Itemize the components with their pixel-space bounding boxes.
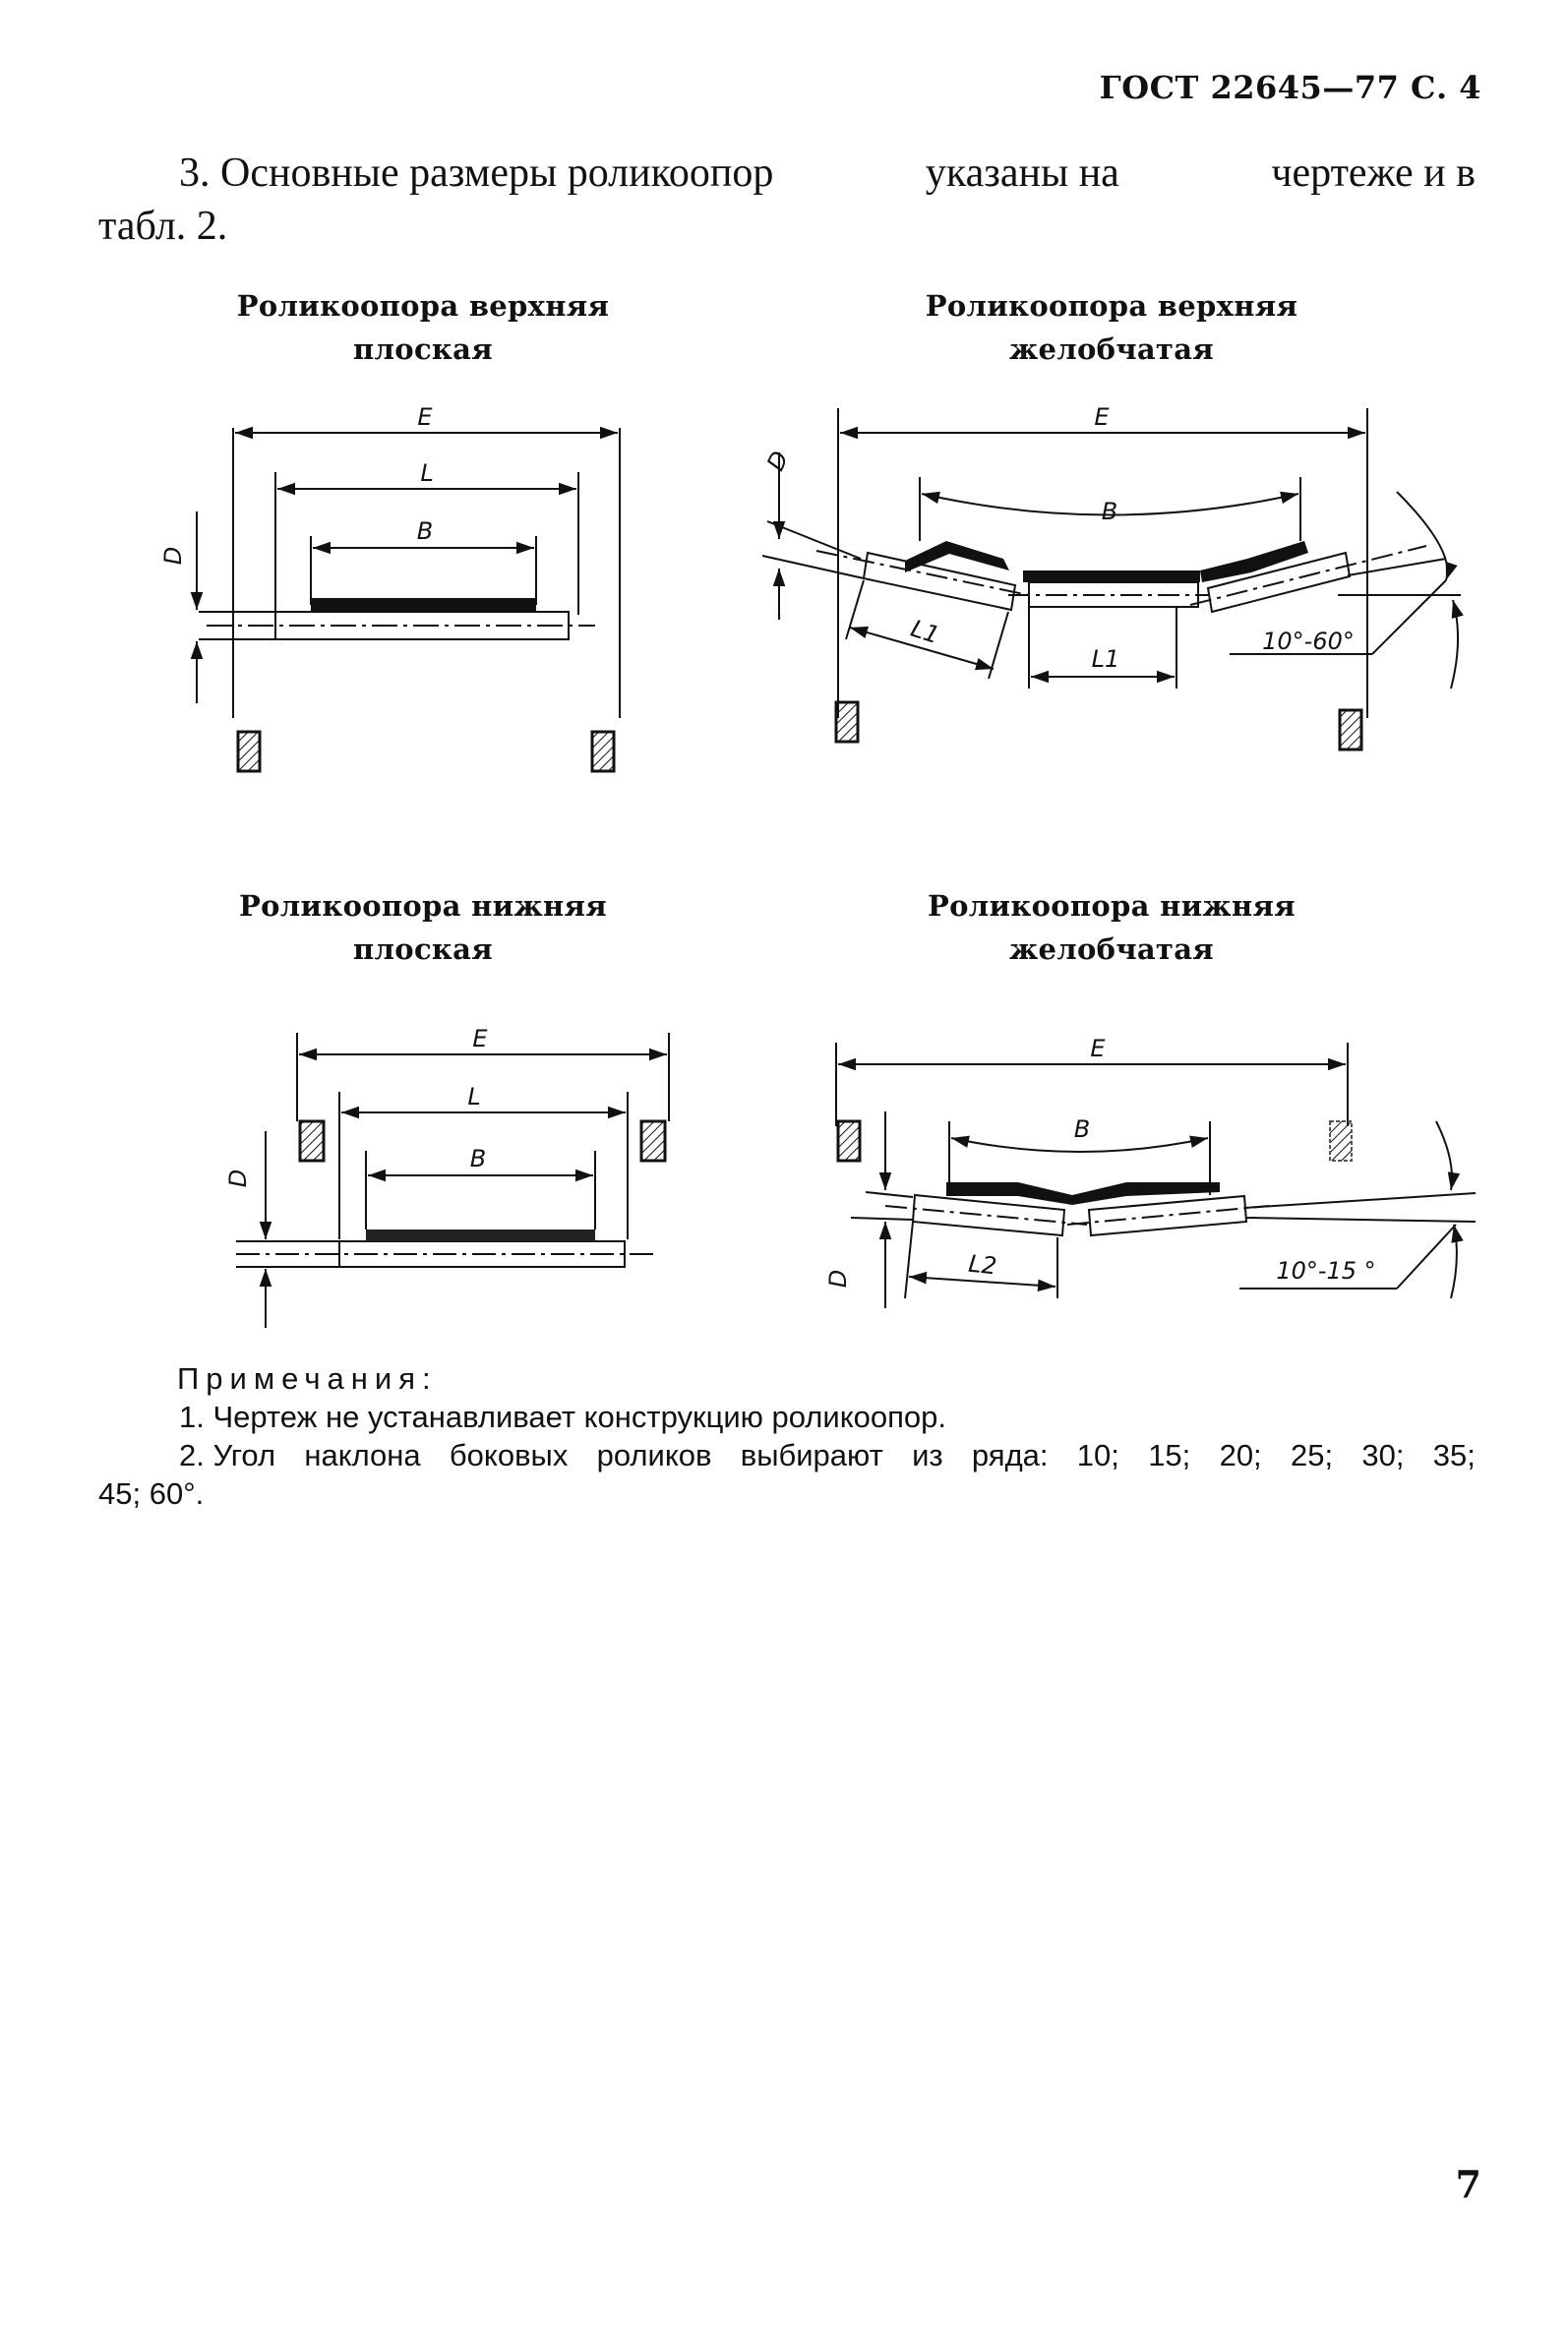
intro-line-1: 3. Основные размеры роликоопор указаны н…: [98, 148, 1476, 201]
diagram-title-lower-troughed: Роликоопора нижняя желобчатая: [890, 885, 1333, 971]
dim-label-e: E: [1094, 403, 1110, 431]
dim-label-l: L: [420, 459, 433, 487]
frame-support: [1329, 1120, 1353, 1162]
belt-mark: [946, 1182, 1220, 1205]
page-header: ГОСТ 22645—77 С. 4: [1099, 69, 1481, 106]
diagram-lower-troughed: E B L2 D 10°-15 °: [824, 1035, 1477, 1308]
note-word: 2. Угол: [179, 1438, 276, 1473]
note-word: из: [912, 1438, 943, 1473]
frame-support: [639, 1119, 667, 1163]
note-item-continuation: 45; 60°.: [98, 1476, 205, 1512]
diagram-upper-troughed: E B L1 L1 D 10°-60°: [761, 403, 1464, 751]
diagram-title-line: желобчатая: [1008, 331, 1215, 366]
belt-mark: [1200, 541, 1308, 582]
belt-mark: [366, 1230, 595, 1241]
dim-label-l1-center: L1: [1092, 645, 1120, 673]
dim-label-l: L: [467, 1083, 480, 1110]
diagram-title-line: желобчатая: [1008, 931, 1215, 966]
frame-support: [590, 730, 616, 773]
intro-word-group: чертеже и в: [1271, 150, 1476, 196]
frame-support: [236, 730, 262, 773]
frame-support: [1338, 708, 1363, 751]
note-word: 10;: [1076, 1438, 1119, 1473]
belt-mark: [905, 541, 1009, 572]
diagram-title-line: Роликоопора верхняя: [236, 289, 610, 323]
note-word: 15;: [1148, 1438, 1191, 1473]
dim-label-l2: L2: [967, 1250, 997, 1281]
note-word: боковых: [449, 1438, 569, 1473]
intro-word-group: указаны на: [925, 150, 1119, 196]
note-word: роликов: [596, 1438, 712, 1473]
diagram-title-line: плоская: [353, 931, 493, 966]
dim-label-b: B: [1102, 498, 1117, 525]
note-word: 35;: [1432, 1438, 1476, 1473]
note-word: 25;: [1290, 1438, 1334, 1473]
notes-heading: Примечания:: [177, 1361, 438, 1396]
frame-support: [836, 1119, 862, 1163]
diagram-title-line: Роликоопора нижняя: [928, 889, 1296, 923]
note-word: выбирают: [740, 1438, 883, 1473]
dim-label-b: B: [417, 517, 433, 545]
dim-label-d: D: [159, 547, 187, 565]
diagram-title-upper-flat: Роликоопора верхняя плоская: [226, 285, 620, 371]
angle-label: 10°-60°: [1262, 628, 1355, 655]
note-word: ряда:: [971, 1438, 1049, 1473]
diagram-title-line: Роликоопора верхняя: [925, 289, 1298, 323]
diagram-title-upper-troughed: Роликоопора верхняя желобчатая: [890, 285, 1333, 371]
dim-label-b: B: [470, 1145, 486, 1172]
page-number: 7: [1455, 2162, 1481, 2206]
diagram-title-line: Роликоопора нижняя: [239, 889, 607, 923]
note-item: 1. Чертеж не устанавливает конструкцию р…: [179, 1400, 946, 1435]
dim-label-d: D: [761, 447, 794, 475]
dim-label-e: E: [472, 1025, 488, 1052]
diagram-lower-flat: E L B D: [224, 1025, 670, 1328]
frame-support: [298, 1119, 326, 1163]
diagram-upper-flat: E L B D: [159, 403, 621, 773]
angle-label: 10°-15 °: [1276, 1257, 1375, 1285]
intro-line-2: табл. 2.: [98, 203, 228, 249]
intro-paragraph: 3. Основные размеры роликоопор указаны н…: [98, 148, 1476, 254]
notes-section: Примечания: 1. Чертеж не устанавливает к…: [98, 1359, 1476, 1513]
note-item-2: 2. Угол наклона боковых роликов выбирают…: [98, 1436, 1476, 1474]
diagram-title-line: плоская: [353, 331, 493, 366]
dim-label-l1-left: L1: [908, 615, 943, 649]
note-word: 20;: [1219, 1438, 1262, 1473]
frame-support: [834, 700, 860, 744]
dim-label-b: B: [1074, 1115, 1090, 1143]
note-word: наклона: [304, 1438, 421, 1473]
dim-label-d: D: [224, 1170, 252, 1187]
dim-label-d: D: [824, 1270, 852, 1288]
belt-mark: [1023, 570, 1200, 582]
dim-label-e: E: [417, 403, 433, 431]
note-word: 30;: [1361, 1438, 1405, 1473]
belt-mark: [311, 598, 536, 612]
intro-word-group: 3. Основные размеры роликоопор: [179, 150, 774, 196]
dim-label-e: E: [1090, 1035, 1106, 1062]
diagram-title-lower-flat: Роликоопора нижняя плоская: [226, 885, 620, 971]
